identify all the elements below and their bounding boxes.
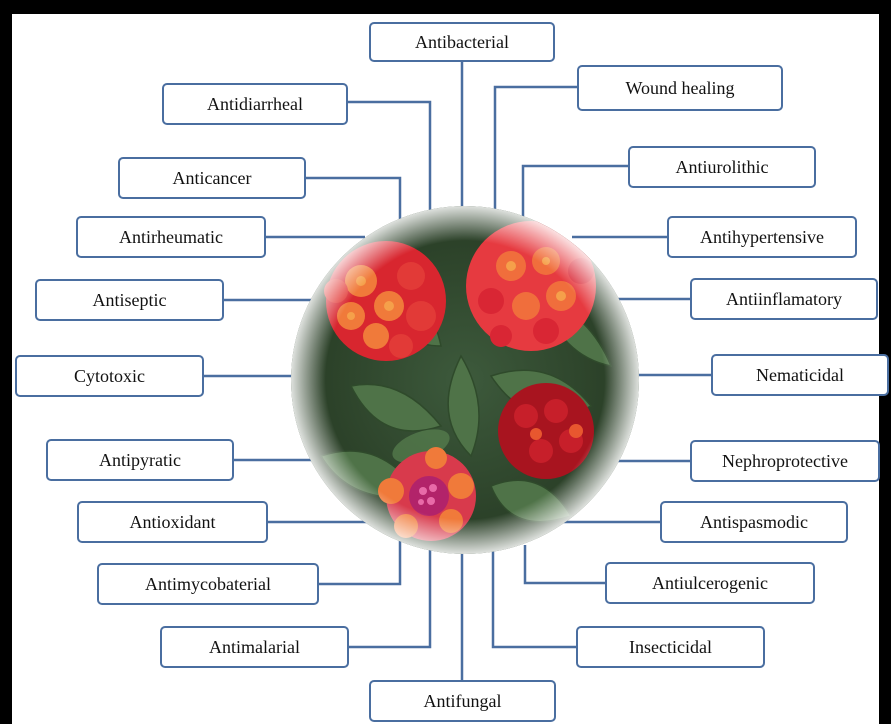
connector-antidiarrheal <box>347 102 430 220</box>
label-antimycobaterial: Antimycobaterial <box>97 563 319 605</box>
connector-antiulcerogenic <box>525 545 605 583</box>
label-anticancer: Anticancer <box>118 157 306 199</box>
label-cytotoxic: Cytotoxic <box>15 355 204 397</box>
label-antirheumatic: Antirheumatic <box>76 216 266 258</box>
label-nematicidal: Nematicidal <box>711 354 889 396</box>
label-antimalarial: Antimalarial <box>160 626 349 668</box>
label-antihypertensive: Antihypertensive <box>667 216 857 258</box>
label-antidiarrheal: Antidiarrheal <box>162 83 348 125</box>
connector-antimycobaterial <box>318 537 400 584</box>
connector-wound-healing <box>495 87 577 218</box>
label-antioxidant: Antioxidant <box>77 501 268 543</box>
label-antiseptic: Antiseptic <box>35 279 224 321</box>
lantana-flower-photo <box>291 206 639 554</box>
label-nephroprotective: Nephroprotective <box>690 440 880 482</box>
flower-illustration <box>291 206 639 554</box>
label-antifungal: Antifungal <box>369 680 556 722</box>
label-antispasmodic: Antispasmodic <box>660 501 848 543</box>
label-antiurolithic: Antiurolithic <box>628 146 816 188</box>
connector-insecticidal <box>493 549 576 647</box>
label-insecticidal: Insecticidal <box>576 626 765 668</box>
label-antibacterial: Antibacterial <box>369 22 555 62</box>
connector-antiurolithic <box>523 166 628 228</box>
label-wound-healing: Wound healing <box>577 65 783 111</box>
label-antiinflamatory: Antiinflamatory <box>690 278 878 320</box>
connector-antimalarial <box>348 546 430 647</box>
label-antipyratic: Antipyratic <box>46 439 234 481</box>
label-antiulcerogenic: Antiulcerogenic <box>605 562 815 604</box>
